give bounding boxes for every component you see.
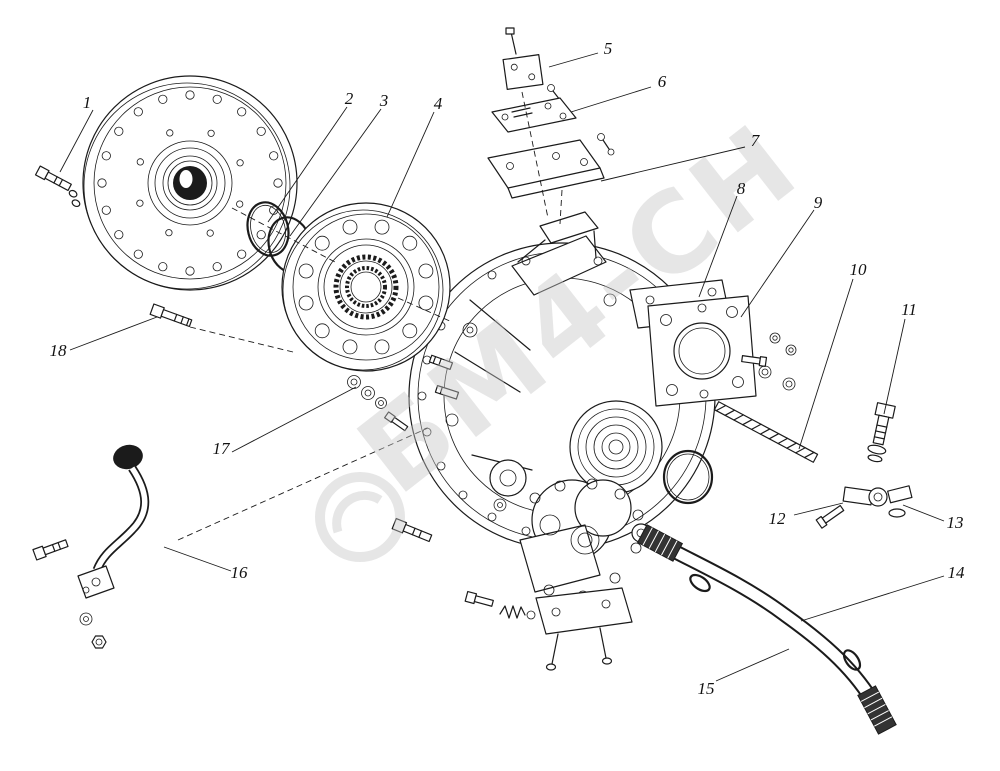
housing-bolt xyxy=(391,517,433,543)
drive-disc xyxy=(82,75,298,291)
alignment-lines xyxy=(177,91,563,541)
housing-o-ring xyxy=(662,449,714,505)
leader-15 xyxy=(715,648,790,682)
callout-label-8: 8 xyxy=(737,179,746,198)
leader-14 xyxy=(800,575,945,622)
gasket-plate-6 xyxy=(491,97,615,156)
callout-label-4: 4 xyxy=(434,94,443,113)
o-ring-2 xyxy=(246,201,290,257)
leader-18 xyxy=(69,316,158,351)
rod-10 xyxy=(713,401,819,463)
callout-label-2: 2 xyxy=(345,89,354,108)
leader-6 xyxy=(570,86,652,113)
hose-sleeve-start xyxy=(636,524,684,562)
leader-8 xyxy=(698,195,738,298)
leader-3 xyxy=(289,108,382,237)
bolt-1 xyxy=(34,165,81,208)
callout-label-15: 15 xyxy=(698,679,715,698)
callout-label-9: 9 xyxy=(814,193,823,212)
hose-clamp xyxy=(842,649,862,671)
damper-disc xyxy=(281,202,451,372)
callout-label-1: 1 xyxy=(83,93,92,112)
solenoid-5 xyxy=(502,27,561,101)
lever-16 xyxy=(32,444,150,649)
callout-label-17: 17 xyxy=(213,439,232,458)
callout-label-7: 7 xyxy=(751,131,761,150)
callout-leaders xyxy=(59,52,945,682)
hose-sleeve-end xyxy=(857,685,897,735)
leader-13 xyxy=(902,504,945,522)
callout-label-16: 16 xyxy=(231,563,249,582)
leader-5 xyxy=(548,52,599,68)
leader-12 xyxy=(793,502,844,516)
leader-16 xyxy=(163,546,232,572)
leader-7 xyxy=(600,146,746,182)
washers-17 xyxy=(347,375,409,432)
callout-label-5: 5 xyxy=(604,39,613,58)
fitting-12 xyxy=(815,486,874,529)
lever-washer xyxy=(79,612,93,626)
leader-10 xyxy=(798,278,854,450)
leader-9 xyxy=(740,209,815,318)
leader-4 xyxy=(386,111,435,218)
callout-label-18: 18 xyxy=(50,341,68,360)
lever-bolt xyxy=(32,539,69,561)
callout-label-3: 3 xyxy=(379,91,389,110)
callout-label-14: 14 xyxy=(948,563,966,582)
leader-2 xyxy=(267,106,348,223)
callout-label-11: 11 xyxy=(901,300,917,319)
leader-1 xyxy=(59,109,94,173)
bracket-7 xyxy=(487,139,605,199)
callout-label-12: 12 xyxy=(769,509,787,528)
callout-labels: 1 2 3 4 5 6 7 8 9 10 11 12 13 14 15 16 1… xyxy=(50,39,966,698)
hose-clamp xyxy=(689,573,711,593)
flange-fasteners xyxy=(741,332,797,391)
bolt-18 xyxy=(149,303,193,328)
callout-label-10: 10 xyxy=(850,260,868,279)
bolt-11 xyxy=(867,402,896,463)
hose-14 xyxy=(636,524,897,735)
lever-knob xyxy=(113,444,143,470)
leader-11 xyxy=(883,318,906,415)
callout-label-6: 6 xyxy=(658,72,667,91)
flange-plate-9 xyxy=(647,295,757,407)
leader-17 xyxy=(231,386,357,453)
callout-label-13: 13 xyxy=(947,513,964,532)
lever-nut xyxy=(91,635,107,649)
elbow-fitting-13 xyxy=(868,485,913,518)
